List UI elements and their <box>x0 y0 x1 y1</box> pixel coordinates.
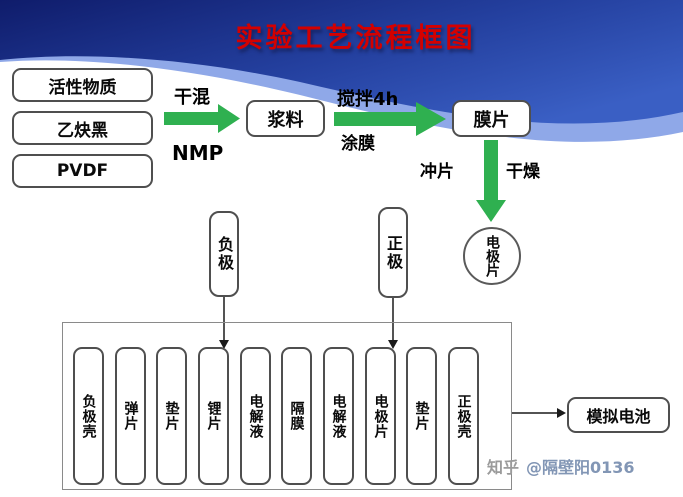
simulated-battery-box: 模拟电池 <box>567 397 670 433</box>
electrode-disc-circle: 电极片 <box>463 227 521 285</box>
watermark: 知乎 @隔壁阳0136 <box>487 454 635 478</box>
material-box-pvdf: PVDF <box>12 154 153 188</box>
layer-electrode-disc: 电极片 <box>365 347 396 485</box>
negative-electrode-box: 负极 <box>209 211 239 297</box>
arrow-stir-coat <box>334 102 446 136</box>
label-stir-4h: 搅拌4h <box>337 89 399 110</box>
watermark-brand: 知乎 <box>487 458 520 477</box>
header-swoosh <box>0 0 683 124</box>
film-box: 膜片 <box>452 100 531 137</box>
label-punching: 冲片 <box>420 162 454 182</box>
label-nmp: NMP <box>172 141 224 165</box>
layer-negative-shell: 负极壳 <box>73 347 104 485</box>
material-box-active-material: 活性物质 <box>12 68 153 102</box>
layer-gasket-2: 垫片 <box>406 347 437 485</box>
assembly-frame <box>62 322 512 490</box>
layer-spring: 弹片 <box>115 347 146 485</box>
connector-positive-arrowhead <box>388 340 398 349</box>
label-drying: 干燥 <box>506 162 540 182</box>
layer-lithium: 锂片 <box>198 347 229 485</box>
arrow-dry-mix <box>164 104 240 133</box>
positive-electrode-box: 正极 <box>378 207 408 298</box>
label-dry-mix: 干混 <box>174 87 210 108</box>
page-title: 实验工艺流程框图 <box>235 23 476 54</box>
layer-separator: 隔膜 <box>281 347 312 485</box>
layer-positive-shell: 正极壳 <box>448 347 479 485</box>
watermark-username: @隔壁阳0136 <box>526 458 635 477</box>
connector-negative-arrowhead <box>219 340 229 349</box>
layer-electrolyte-2: 电解液 <box>323 347 354 485</box>
material-box-acetylene-black: 乙炔黑 <box>12 111 153 145</box>
arrow-punch-dry <box>476 140 506 222</box>
label-coating: 涂膜 <box>341 134 375 154</box>
layer-gasket-1: 垫片 <box>156 347 187 485</box>
connector-result-arrowhead <box>557 408 566 418</box>
layer-electrolyte-1: 电解液 <box>240 347 271 485</box>
slurry-box: 浆料 <box>246 100 325 137</box>
